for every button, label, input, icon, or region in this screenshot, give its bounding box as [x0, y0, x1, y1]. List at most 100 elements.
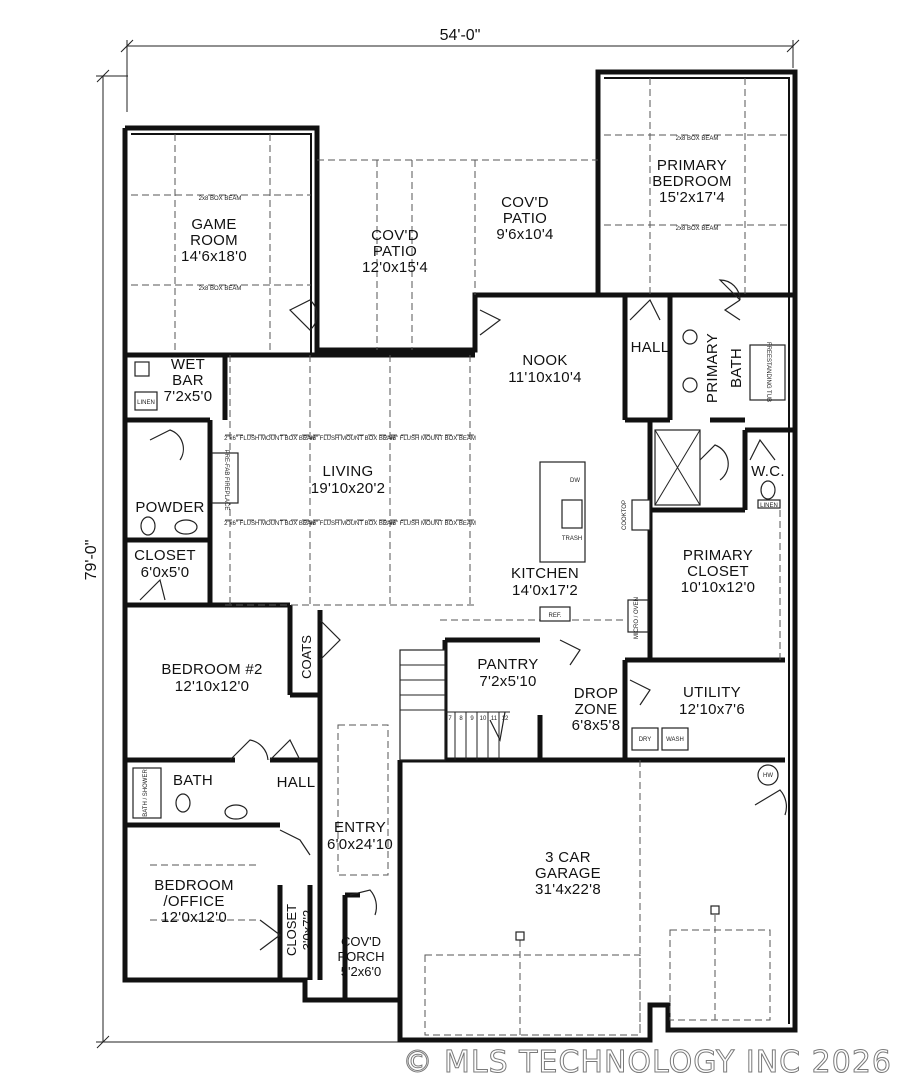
- primary-closet-name-2: CLOSET: [687, 563, 749, 580]
- powder-name: POWDER: [135, 499, 204, 516]
- hall-primary-name: HALL: [631, 339, 670, 356]
- washer-icon: [661, 727, 689, 751]
- garage-name-1: 3 CAR: [545, 849, 591, 866]
- room-garage: 3 CAR GARAGE 31'4x22'8: [535, 849, 601, 898]
- sink-icon: [174, 519, 198, 535]
- patio-right-name-2: PATIO: [503, 210, 547, 227]
- stair-10-label: 10: [480, 716, 487, 722]
- room-living: LIVING 19'10x20'2: [311, 463, 386, 497]
- sink-icon-2: [682, 377, 698, 393]
- closet-2-size: 3'0x7'2: [300, 910, 315, 950]
- dw-label: DW: [570, 478, 580, 484]
- wc-name: W.C.: [751, 463, 785, 480]
- primary-bedroom-name-2: BEDROOM: [652, 173, 732, 190]
- trash-label: TRASH: [562, 536, 582, 542]
- beam-note-8: 2x8 BOX BEAM: [199, 286, 242, 292]
- game-room-name-1: GAME: [191, 216, 236, 233]
- entry-name: ENTRY: [334, 819, 386, 836]
- patio-right-size: 9'6x10'4: [496, 226, 553, 243]
- room-covd-patio-right: COV'D PATIO 9'6x10'4: [496, 194, 553, 243]
- room-covd-porch: COV'D PORCH 5'2x6'0: [338, 934, 385, 979]
- linen-label-1: LINEN: [137, 400, 155, 406]
- overall-depth-label: 79'-0": [83, 540, 100, 581]
- toilet-icon: [140, 516, 156, 536]
- stair-8-label: 8: [459, 716, 463, 722]
- bath-sink-icon: [224, 804, 248, 820]
- room-primary-bath: PRIMARY BATH: [704, 333, 745, 403]
- living-size: 19'10x20'2: [311, 480, 386, 497]
- room-covd-patio-left: COV'D PATIO 12'0x15'4: [362, 227, 428, 276]
- fireplace-icon: [211, 452, 239, 504]
- bedroom-2-size: 12'10x12'0: [175, 678, 250, 695]
- wet-bar-name-2: BAR: [172, 372, 204, 389]
- closet-1-name: CLOSET: [134, 547, 196, 564]
- stairs: 7 8 9 10 11 12: [399, 649, 510, 761]
- drop-zone-size: 6'8x5'8: [572, 717, 621, 734]
- beam-note-5: 2"x6" FLUSH MOUNT BOX BEAM: [304, 521, 396, 527]
- room-kitchen: KITCHEN 14'0x17'2: [511, 565, 579, 599]
- beam-note-1: 2"x6" FLUSH MOUNT BOX BEAM: [224, 436, 316, 442]
- patio-right-name-1: COV'D: [501, 194, 549, 211]
- garage-size: 31'4x22'8: [535, 881, 601, 898]
- room-wet-bar: WET BAR 7'2x5'0: [164, 356, 213, 405]
- patio-left-name-2: PATIO: [373, 243, 417, 260]
- pantry-size: 7'2x5'10: [479, 673, 536, 690]
- hw-label: HW: [763, 773, 773, 779]
- bath-shower-label: BATH / SHOWER: [143, 769, 149, 817]
- dryer-icon: [631, 727, 659, 751]
- tub-label: FREESTANDING TUB: [765, 342, 771, 402]
- beam-note-7: 2x8 BOX BEAM: [199, 196, 242, 202]
- pantry-name: PANTRY: [477, 656, 538, 673]
- garage-doors: [424, 905, 771, 1036]
- bedroom-office-size: 12'0x12'0: [161, 909, 227, 926]
- room-closet-2: CLOSET 3'0x7'2: [284, 904, 315, 956]
- patio-left-size: 12'0x15'4: [362, 259, 428, 276]
- beam-note-10: 2x8 BOX BEAM: [676, 226, 719, 232]
- beam-note-2: 2"x6" FLUSH MOUNT BOX BEAM: [304, 436, 396, 442]
- stair-9-label: 9: [470, 716, 474, 722]
- primary-bedroom-size: 15'2x17'4: [659, 189, 725, 206]
- wet-bar-sink-icon: [134, 361, 150, 377]
- room-game-room: GAME ROOM 14'6x18'0: [181, 216, 247, 265]
- room-entry: ENTRY 6'0x24'10: [327, 819, 393, 853]
- utility-name: UTILITY: [683, 684, 741, 701]
- bedroom-office-name-1: BEDROOM: [154, 877, 234, 894]
- water-heater-icon: [757, 764, 779, 786]
- primary-bedroom-name-1: PRIMARY: [657, 157, 727, 174]
- cooktop-icon: [631, 499, 651, 531]
- kitchen-name: KITCHEN: [511, 565, 579, 582]
- coats-name: COATS: [299, 635, 314, 679]
- tub-icon: [749, 344, 786, 401]
- wet-bar-size: 7'2x5'0: [164, 388, 213, 405]
- room-bedroom-2: BEDROOM #2 12'10x12'0: [161, 661, 262, 695]
- nook-name: NOOK: [522, 352, 567, 369]
- bedroom-2-name: BEDROOM #2: [161, 661, 262, 678]
- kitchen-sink-icon: [561, 499, 583, 529]
- copyright-watermark: © MLS TECHNOLOGY INC 2026: [402, 1045, 892, 1080]
- overall-width-label: 54'-0": [440, 27, 481, 44]
- room-nook: NOOK 11'10x10'4: [508, 352, 581, 386]
- door-swings: [139, 279, 787, 951]
- room-labels: GAME ROOM 14'6x18'0 COV'D PATIO 12'0x15'…: [134, 157, 785, 979]
- refrigerator-icon: [539, 606, 571, 622]
- room-bedroom-office: BEDROOM /OFFICE 12'0x12'0: [154, 877, 234, 926]
- linen-label-2: LINEN: [760, 503, 778, 509]
- room-drop-zone: DROP ZONE 6'8x5'8: [572, 685, 621, 734]
- fixtures: LINEN PRE-FAB FIREPLACE TRASH DW COOKTOP…: [132, 136, 786, 820]
- game-room-size: 14'6x18'0: [181, 248, 247, 265]
- bathtub-icon: [132, 767, 162, 819]
- stair-7-label: 7: [448, 716, 452, 722]
- cooktop-label: COOKTOP: [622, 500, 628, 530]
- beam-note-3: 2"x6" FLUSH MOUNT BOX BEAM: [384, 436, 476, 442]
- dimension-depth: 79'-0": [83, 69, 400, 1049]
- bath-name: BATH: [173, 772, 213, 789]
- primary-closet-name-1: PRIMARY: [683, 547, 753, 564]
- stair-11-label: 11: [491, 716, 498, 722]
- primary-bath-name-1: PRIMARY: [704, 333, 721, 403]
- closet-2-name: CLOSET: [284, 904, 299, 956]
- beam-note-9: 2x8 BOX BEAM: [676, 136, 719, 142]
- wc-toilet-icon: [760, 480, 776, 500]
- bath-toilet-icon: [175, 793, 191, 813]
- patio-left-name-1: COV'D: [371, 227, 419, 244]
- room-pantry: PANTRY 7'2x5'10: [477, 656, 538, 690]
